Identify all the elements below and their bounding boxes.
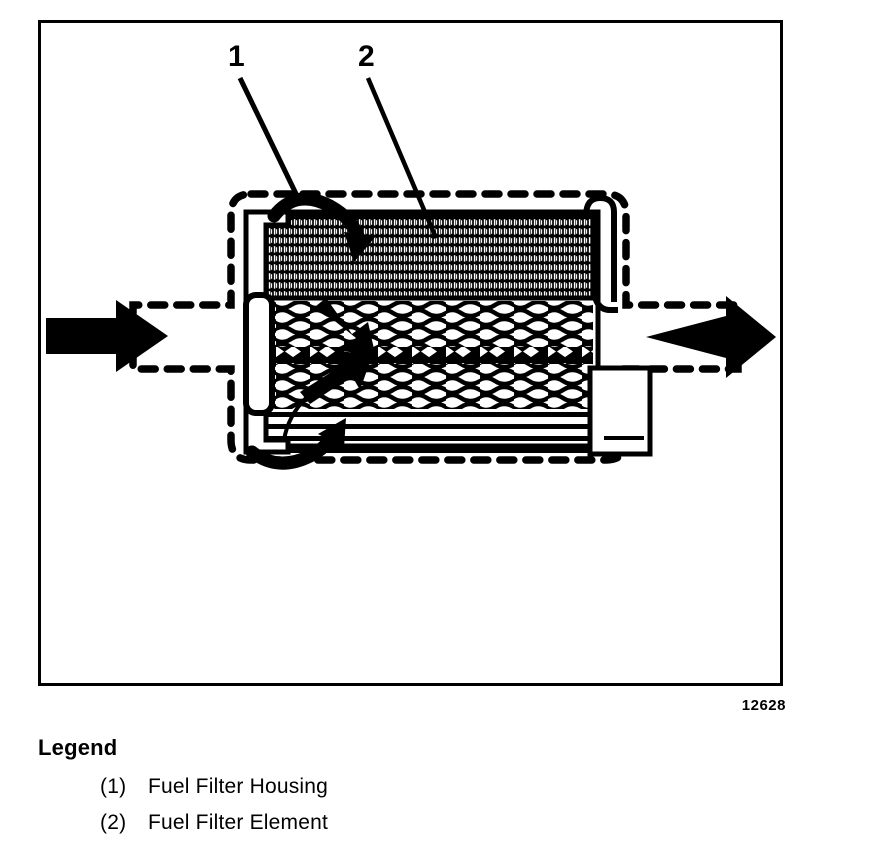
right-end-cap [583,194,653,457]
legend: Legend (1) Fuel Filter Housing (2) Fuel … [38,735,638,847]
legend-item-label: Fuel Filter Housing [148,775,329,798]
leader-line-2 [365,77,439,239]
fuel-filter-cutaway-illustration [46,76,776,470]
housing-dashed-boundary [129,190,742,464]
legend-item: (2) Fuel Filter Element [100,811,638,835]
fuel-filter-housing-outline [129,190,742,464]
pleated-media-band [251,216,593,298]
flow-arrow-bottom-curve [245,427,341,470]
flow-arrow-bottom-head [318,418,346,448]
inlet-channel [243,292,275,416]
flow-arrow-mid-tail [282,396,308,441]
internal-flow-arrows [245,192,376,470]
left-end-cap [243,209,291,455]
callout-leader-lines [237,76,439,239]
clean-side-band [251,412,593,453]
outlet-standpipe [593,216,618,313]
outlet-hook [583,194,617,302]
legend-title: Legend [38,735,118,760]
legend-item-label: Fuel Filter Element [148,811,329,834]
flow-arrow-mid-lower [300,350,372,404]
flow-arrow-top-head [344,232,376,262]
inlet-flow-arrow [46,300,168,372]
flow-arrow-mid-upper [316,298,376,358]
mesh-screen-upper [251,301,593,347]
figure-number: 12628 [741,697,786,714]
callout-number-2: 2 [358,40,375,73]
leader-line-1 [237,76,303,204]
legend-item-key: (1) [100,775,127,798]
flow-arrow-top-curve [267,192,367,249]
callout-number-1: 1 [228,40,245,73]
mesh-screen-diamond-row [251,347,593,364]
legend-item: (1) Fuel Filter Housing [100,775,638,799]
legend-list: (1) Fuel Filter Housing (2) Fuel Filter … [38,775,638,835]
legend-item-key: (2) [100,811,127,834]
outlet-flow-arrow [646,296,776,378]
fuel-filter-element [243,209,601,453]
outlet-cap-box [587,365,653,457]
